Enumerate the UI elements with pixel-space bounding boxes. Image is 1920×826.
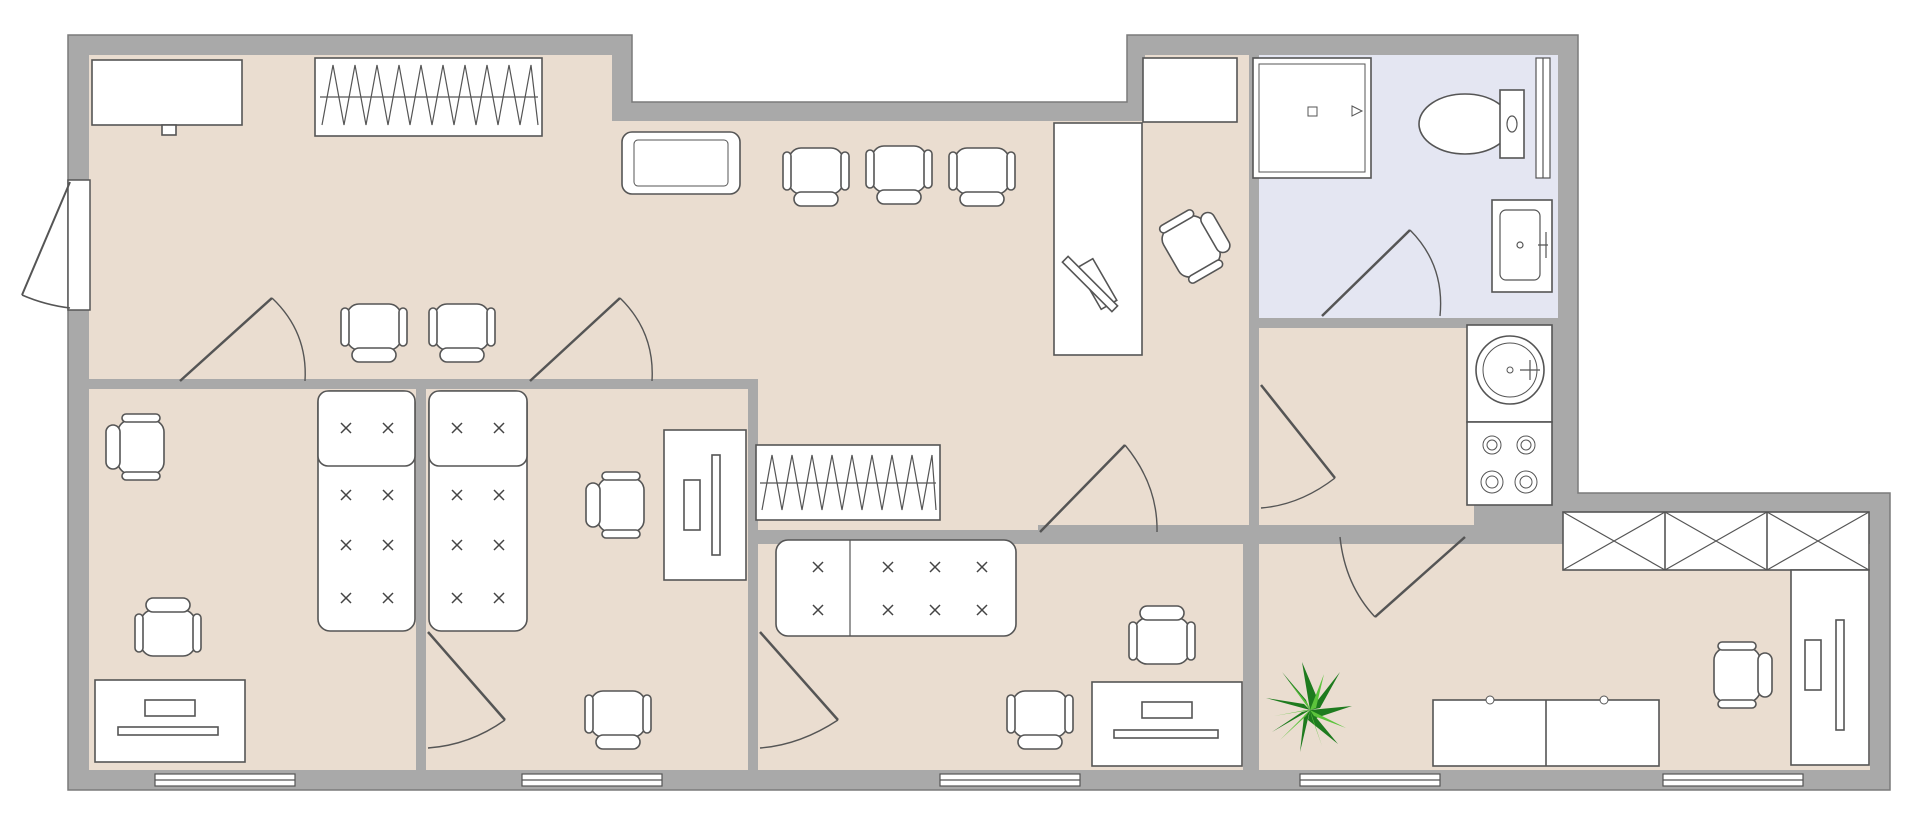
interior-doors — [179, 229, 1466, 749]
shower — [1252, 57, 1372, 179]
left-room-furniture — [94, 390, 747, 763]
desk-center — [1091, 681, 1243, 767]
sofa-center — [775, 539, 1017, 637]
center-room-furniture — [755, 444, 1243, 767]
kitchen-fixtures — [1466, 324, 1553, 506]
desk-left — [94, 679, 246, 763]
desk-left-mid — [663, 429, 747, 581]
floor-kitchen — [1259, 328, 1481, 525]
cabinet-top-left — [91, 59, 243, 126]
toilet-icon — [1418, 89, 1525, 159]
right-room-furniture — [1432, 511, 1870, 767]
bathroom-fixtures — [1252, 57, 1553, 293]
entry-door — [21, 179, 91, 311]
plant-icon — [1266, 662, 1352, 752]
sink-icon — [1491, 199, 1553, 293]
reception-desk — [1053, 122, 1143, 356]
main-hall-furniture — [91, 57, 1238, 356]
desk-right — [1790, 569, 1870, 766]
sofa-small — [621, 131, 741, 195]
stove-icon — [1466, 421, 1553, 506]
windows — [154, 57, 1804, 787]
